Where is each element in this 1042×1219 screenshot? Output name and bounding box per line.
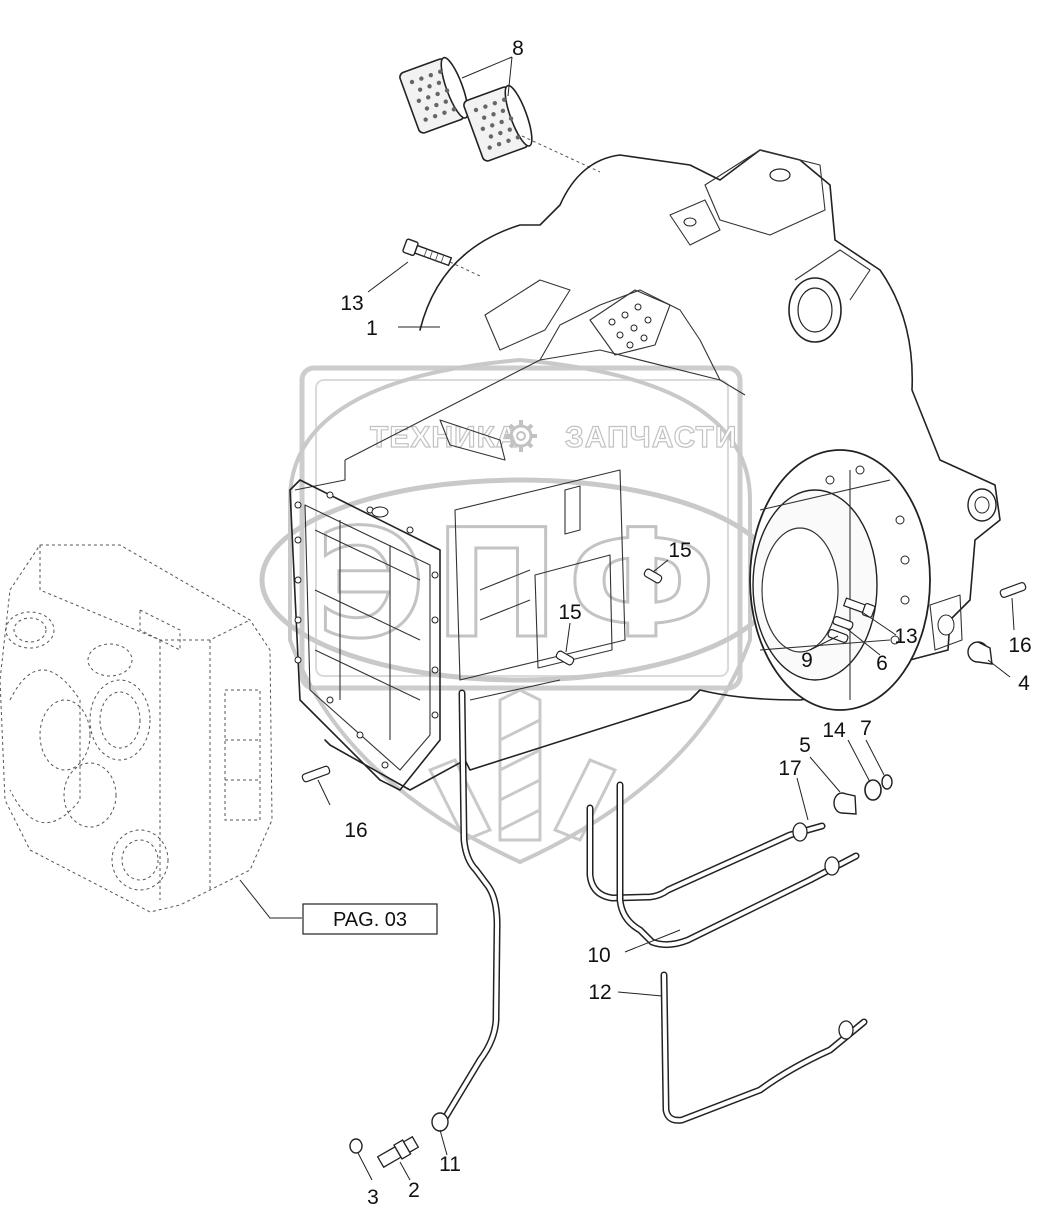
wheat-emblem <box>427 688 618 842</box>
callout-11: 11 <box>439 1153 461 1176</box>
callout-13: 13 <box>340 292 363 315</box>
part-6-9-pins <box>827 616 854 643</box>
part-12-pipe <box>660 971 868 1124</box>
callout-9: 9 <box>801 649 813 672</box>
callout-14: 14 <box>822 719 846 742</box>
watermark: ТЕХНИКА ЗАПЧАСТИ ЭПФ <box>259 357 781 865</box>
part-8-needle-bearings <box>399 56 601 173</box>
callout-2: 2 <box>408 1179 420 1202</box>
callout-12: 12 <box>588 981 611 1004</box>
page-reference-box[interactable] <box>302 903 438 935</box>
part-10-pipe-pair <box>586 781 860 949</box>
callout-labels: 8 13 1 15 15 13 16 9 6 4 14 7 5 17 16 10… <box>340 37 1031 1209</box>
callout-1: 1 <box>366 317 378 340</box>
callout-15: 15 <box>668 539 691 562</box>
callout-8: 8 <box>512 37 524 60</box>
part-4-plug <box>967 641 993 665</box>
callout-7: 7 <box>860 717 872 740</box>
gear-icon <box>505 420 537 452</box>
callout-6: 6 <box>876 652 888 675</box>
callout-5: 5 <box>799 734 811 757</box>
part-2-connector <box>376 1135 420 1169</box>
watermark-left-word: ТЕХНИКА <box>370 421 519 454</box>
callout-10: 10 <box>587 944 610 967</box>
watermark-right-word: ЗАПЧАСТИ <box>565 421 737 454</box>
callout-4: 4 <box>1018 672 1030 695</box>
callout-3: 3 <box>367 1186 379 1209</box>
part-7-o-ring <box>881 774 893 790</box>
part-15-dowel-pins <box>555 568 663 666</box>
part-1-transmission-housing <box>289 149 1001 791</box>
leader-lines <box>317 56 1015 1181</box>
callout-13: 13 <box>894 625 917 648</box>
callout-15: 15 <box>558 601 581 624</box>
part-3-o-ring <box>349 1138 363 1154</box>
part-16-dowel-pins <box>301 582 1027 783</box>
callout-16: 16 <box>344 819 367 842</box>
callout-17: 17 <box>778 757 801 780</box>
part-13-bolt-top <box>402 238 481 277</box>
callout-16: 16 <box>1008 634 1031 657</box>
part-11-pipe <box>431 689 501 1132</box>
adjacent-housing-ghost: PAG. 03 <box>0 544 438 935</box>
page-reference-label: PAG. 03 <box>333 909 407 931</box>
part-14-o-ring <box>864 779 882 801</box>
watermark-logo-text: ЭПФ <box>316 498 724 672</box>
part-5-adapter <box>833 792 857 815</box>
